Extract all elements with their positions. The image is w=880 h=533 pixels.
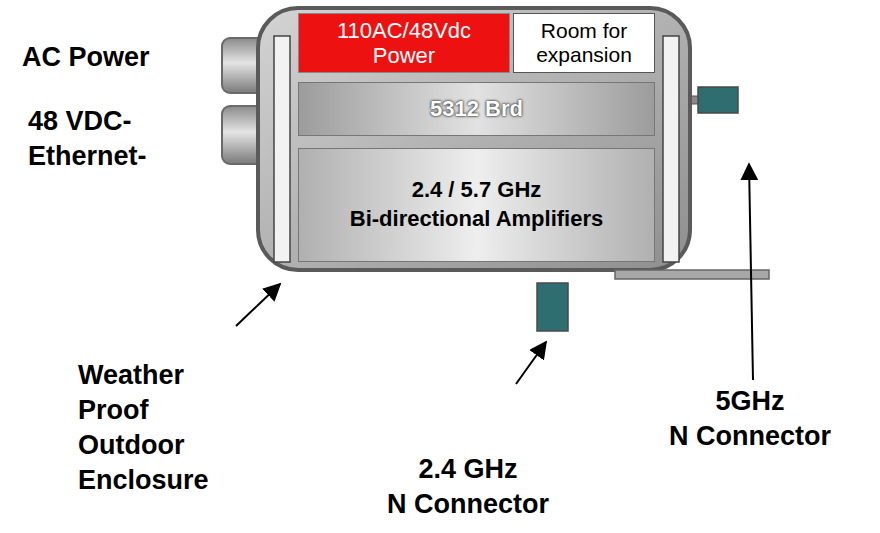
text-line: 5312 Brd xyxy=(430,96,523,122)
text-line: 2.4 GHz xyxy=(387,452,549,487)
text-line: Ethernet- xyxy=(28,139,147,174)
box-text: 2.4 / 5.7 GHz Bi-directional Amplifiers xyxy=(350,176,603,233)
mounting-rail xyxy=(274,36,290,262)
n-connector-5ghz xyxy=(698,87,738,113)
text-line: Power xyxy=(337,43,471,68)
text-line: 110AC/48Vdc xyxy=(337,18,471,43)
text-line: N Connector xyxy=(387,487,549,522)
text-line: 2.4 / 5.7 GHz xyxy=(350,176,603,205)
text-line: expansion xyxy=(536,43,632,67)
board-box: 5312 Brd xyxy=(298,82,655,136)
text-line: Outdoor xyxy=(78,428,209,463)
port-label: AC Power xyxy=(22,40,150,75)
weatherproof-enclosure xyxy=(258,8,690,270)
expansion-box: Room for expansion xyxy=(513,13,655,73)
text-line: Room for xyxy=(536,19,632,43)
text-line: Bi-directional Amplifiers xyxy=(350,205,603,234)
callout-label: Weather Proof Outdoor Enclosure xyxy=(78,358,209,498)
callout-label: 5GHz N Connector xyxy=(669,384,831,454)
box-text: Room for expansion xyxy=(536,19,632,67)
leader-arrow xyxy=(236,284,280,326)
text-line: 48 VDC- xyxy=(28,104,147,139)
leader-arrow xyxy=(749,164,753,380)
mounting-rail xyxy=(663,36,679,262)
port-label: 48 VDC- Ethernet- xyxy=(28,104,147,174)
text-line: AC Power xyxy=(22,40,150,75)
callout-label: 2.4 GHz N Connector xyxy=(387,452,549,522)
n-connector-2-4ghz xyxy=(537,283,568,331)
text-line: Enclosure xyxy=(78,463,209,498)
power-supply-box: 110AC/48Vdc Power xyxy=(298,13,510,73)
box-text: 5312 Brd xyxy=(430,96,523,122)
amplifier-box: 2.4 / 5.7 GHz Bi-directional Amplifiers xyxy=(298,148,655,262)
leader-arrow xyxy=(516,342,546,384)
text-line: Proof xyxy=(78,393,209,428)
text-line: 5GHz xyxy=(669,384,831,419)
text-line: N Connector xyxy=(669,419,831,454)
box-text: 110AC/48Vdc Power xyxy=(337,18,471,69)
text-line: Weather xyxy=(78,358,209,393)
mounting-flange xyxy=(615,270,769,279)
